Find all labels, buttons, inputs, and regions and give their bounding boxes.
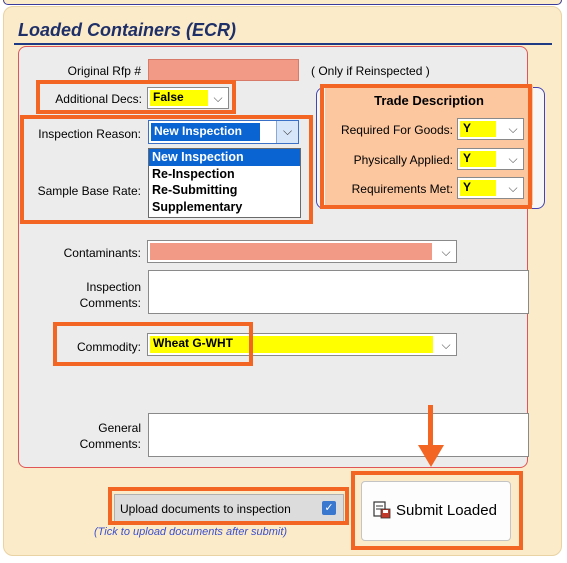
general-comments-label-line1: General — [98, 421, 141, 435]
trade-description-title: Trade Description — [374, 93, 484, 108]
additional-decs-label: Additional Decs: — [55, 92, 142, 106]
upload-documents-label: Upload documents to inspection — [120, 502, 291, 516]
highlight-submit — [351, 471, 523, 550]
highlight-commodity — [53, 322, 253, 366]
upload-documents-box[interactable]: Upload documents to inspection ✓ — [114, 494, 344, 522]
original-rfp-hint: ( Only if Reinspected ) — [311, 64, 430, 78]
requirements-met-value: Y — [460, 180, 496, 196]
chevron-down-icon: ⌵ — [441, 244, 451, 259]
sample-base-rate-label: Sample Base Rate: — [37, 184, 141, 198]
physically-applied-value: Y — [460, 151, 496, 167]
required-for-goods-select[interactable]: Y ⌵ — [457, 118, 524, 140]
chevron-down-icon: ⌵ — [508, 181, 518, 195]
required-for-goods-label: Required For Goods: — [340, 123, 453, 137]
form-title: Loaded Containers (ECR) — [18, 20, 237, 40]
submit-loaded-label: Submit Loaded — [396, 502, 497, 519]
upload-hint: (Tick to upload documents after submit) — [94, 526, 288, 538]
inspection-reason-select[interactable]: New Inspection ⌵ — [148, 120, 299, 144]
title-underline — [14, 43, 552, 45]
inspection-reason-dropdown[interactable]: New Inspection Re-Inspection Re-Submitti… — [148, 148, 301, 218]
general-comments-textarea[interactable] — [148, 413, 529, 457]
general-comments-label: General Comments: — [30, 420, 141, 452]
highlight-trade-description — [320, 84, 532, 209]
dropdown-option[interactable]: Supplementary — [152, 199, 243, 214]
commodity-label: Commodity: — [76, 340, 141, 354]
top-strip — [3, 0, 562, 5]
additional-decs-select[interactable]: False ⌵ — [147, 87, 229, 109]
original-rfp-label: Original Rfp # — [67, 64, 141, 78]
chevron-down-icon: ⌵ — [213, 91, 223, 105]
additional-decs-value: False — [150, 90, 208, 106]
physically-applied-select[interactable]: Y ⌵ — [457, 148, 524, 170]
highlight-upload — [108, 487, 349, 525]
commodity-value: Wheat G-WHT — [150, 336, 433, 353]
inspection-reason-value: New Inspection — [151, 123, 260, 141]
dropdown-option[interactable]: Re-Submitting — [152, 183, 238, 197]
chevron-down-icon: ⌵ — [508, 152, 518, 166]
contaminants-label: Contaminants: — [63, 246, 141, 260]
chevron-down-icon[interactable]: ⌵ — [276, 121, 298, 143]
original-rfp-input[interactable] — [148, 59, 299, 81]
commodity-select[interactable]: Wheat G-WHT ⌵ — [147, 333, 457, 356]
highlight-additional-decs — [36, 80, 236, 114]
requirements-met-label: Requirements Met: — [351, 182, 453, 196]
highlight-inspection-reason — [20, 115, 313, 224]
inspection-comments-label-line2: Comments: — [79, 296, 141, 310]
required-for-goods-value: Y — [460, 121, 496, 137]
inspection-comments-label-line1: Inspection — [86, 280, 141, 294]
contaminants-value — [150, 243, 432, 260]
contaminants-select[interactable]: ⌵ — [147, 240, 457, 263]
chevron-down-icon: ⌵ — [508, 122, 518, 136]
document-save-icon — [372, 501, 392, 523]
inspection-reason-label: Inspection Reason: — [38, 127, 141, 141]
dropdown-option[interactable]: Re-Inspection — [152, 166, 235, 181]
inspection-comments-textarea[interactable] — [148, 270, 529, 314]
general-comments-label-line2: Comments: — [79, 437, 141, 451]
upload-documents-checkbox[interactable]: ✓ — [322, 501, 336, 515]
inspection-comments-label: Inspection Comments: — [30, 279, 141, 311]
physically-applied-label: Physically Applied: — [353, 153, 453, 167]
requirements-met-select[interactable]: Y ⌵ — [457, 177, 524, 199]
arrow-down-icon — [418, 405, 444, 470]
dropdown-option[interactable]: New Inspection — [149, 149, 300, 166]
submit-loaded-button[interactable]: Submit Loaded — [361, 481, 511, 541]
chevron-down-icon: ⌵ — [441, 337, 451, 352]
